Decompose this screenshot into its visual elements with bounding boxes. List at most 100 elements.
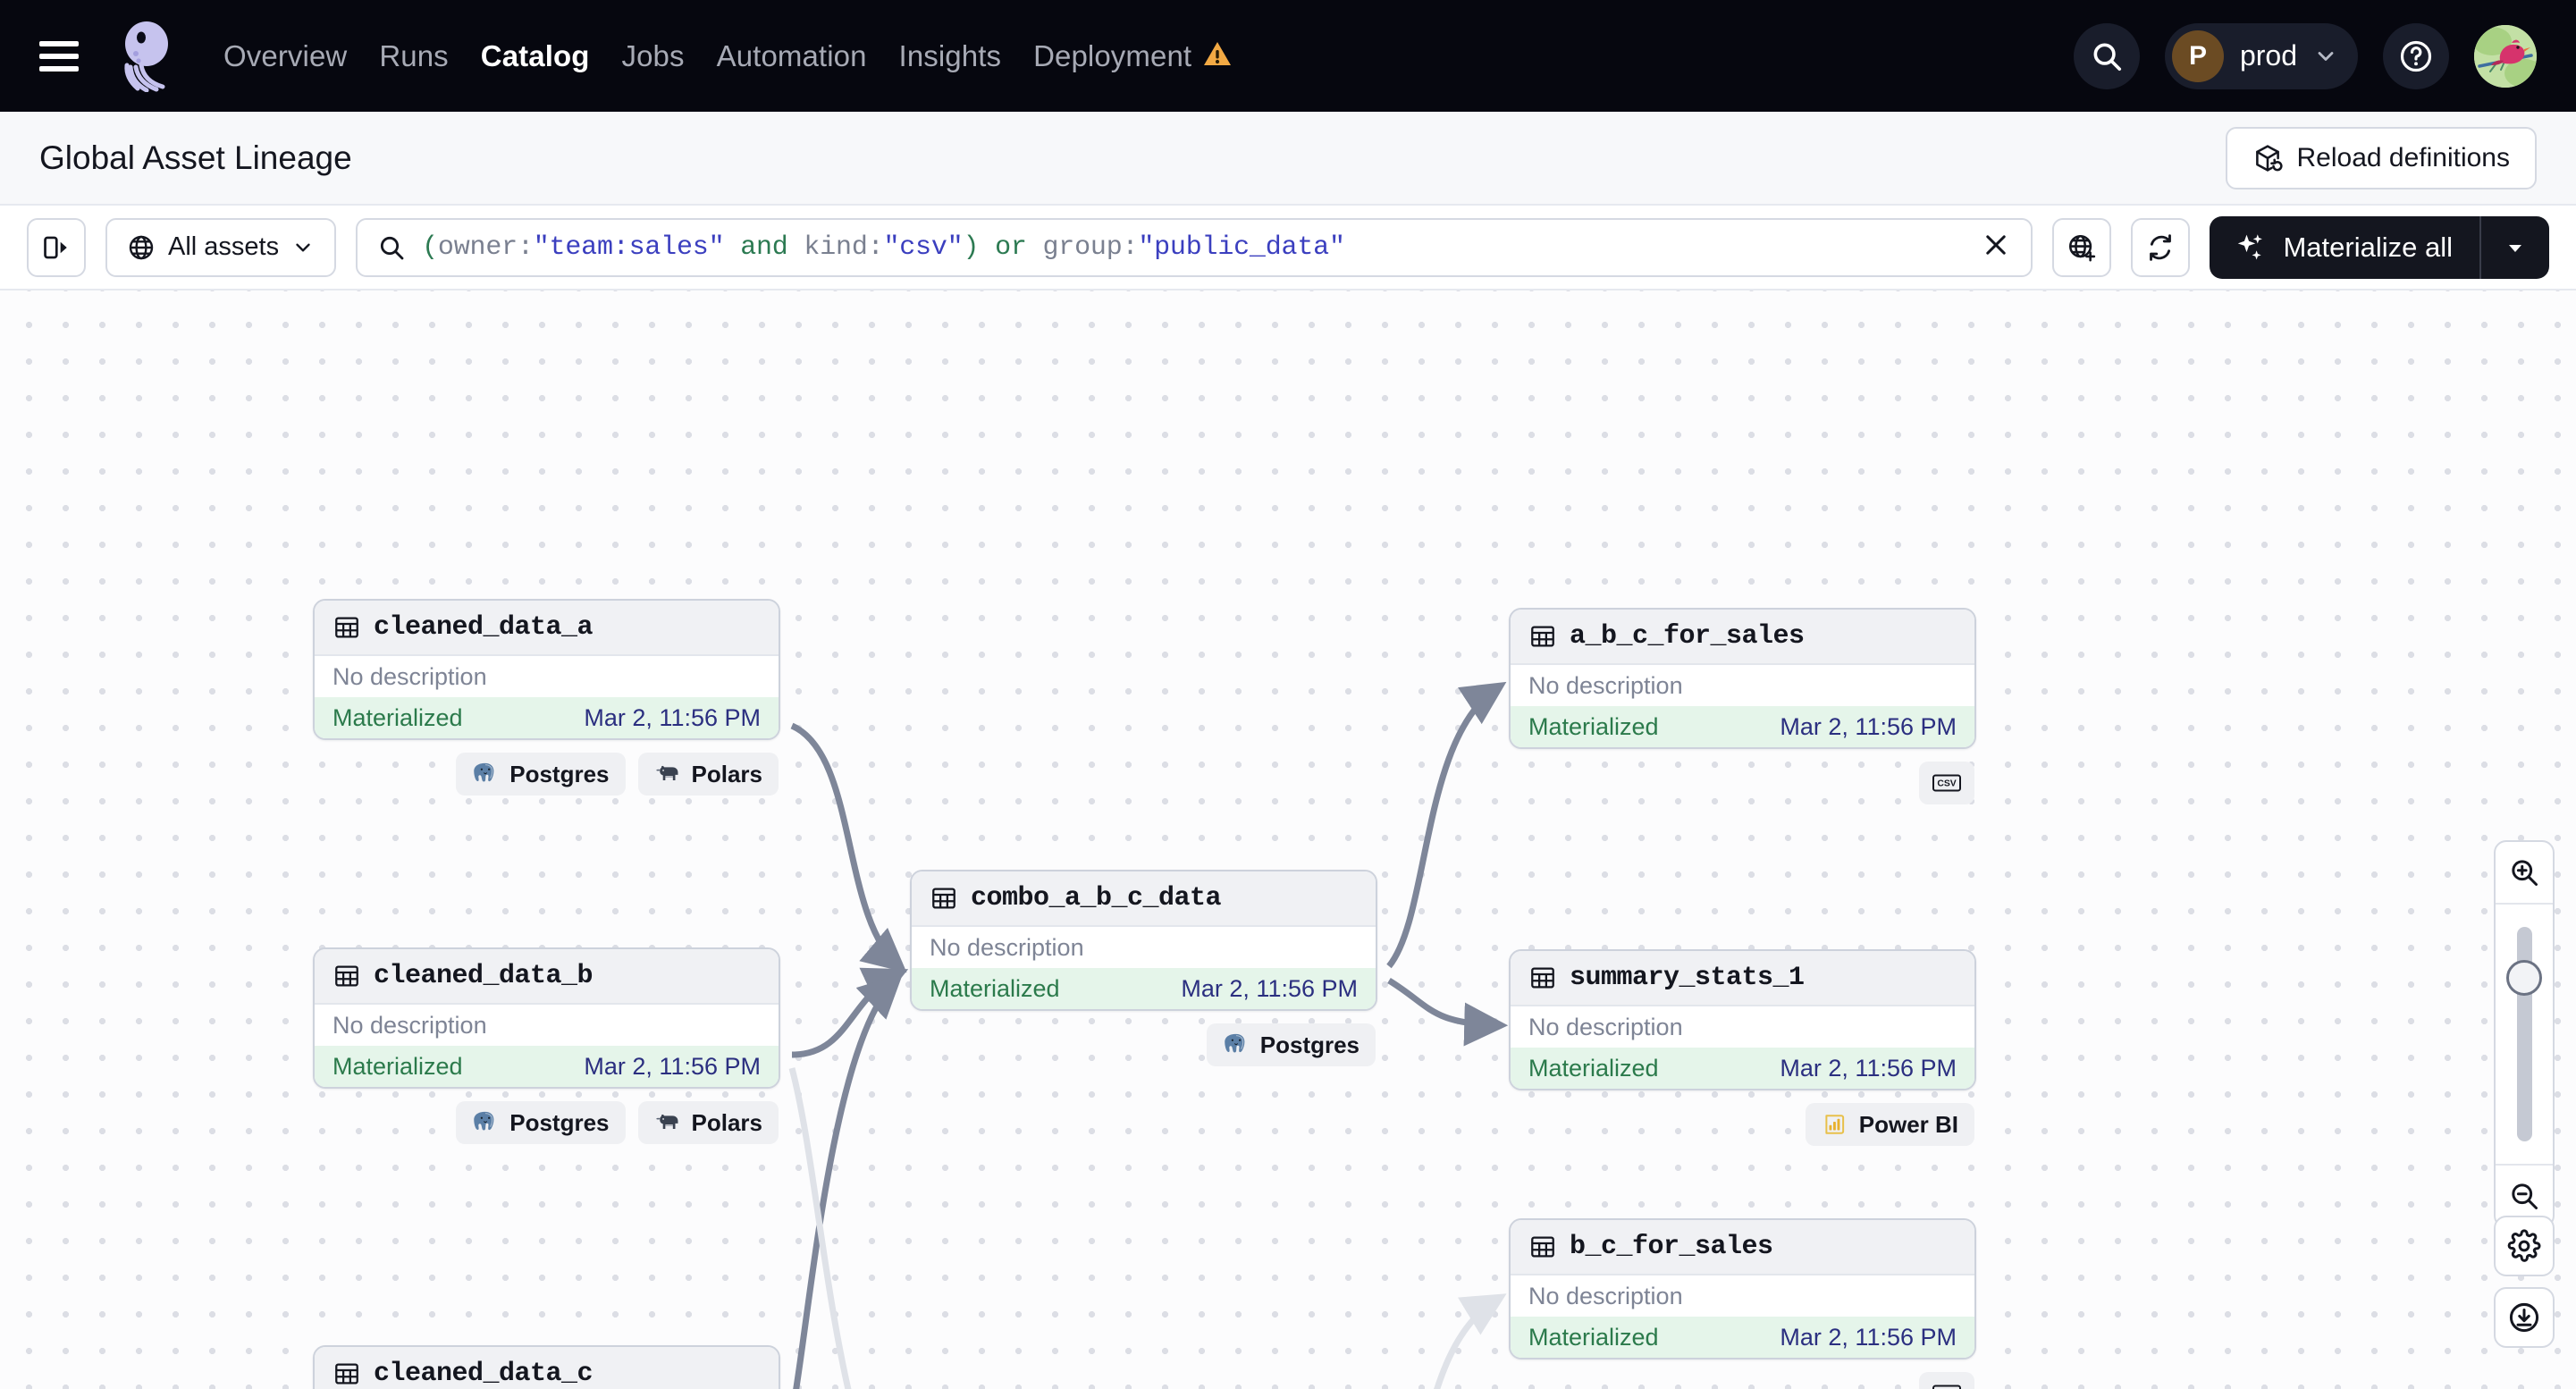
nav-link-runs[interactable]: Runs xyxy=(379,38,449,72)
graph-settings-button[interactable] xyxy=(2494,1216,2555,1276)
help-button[interactable] xyxy=(2383,22,2449,89)
chevron-down-icon xyxy=(2318,51,2334,61)
materialize-dropdown-button[interactable] xyxy=(2481,216,2549,279)
asset-kind-label: Postgres xyxy=(509,1108,610,1136)
nav-link-jobs[interactable]: Jobs xyxy=(621,38,685,72)
asset-kind-tag[interactable]: Postgres xyxy=(456,753,626,796)
asset-node[interactable]: cleaned_data_a No description Materializ… xyxy=(313,599,780,796)
zoom-separator-bottom xyxy=(2496,1164,2553,1166)
asset-node-status-bar: Materialized Mar 2, 11:56 PM xyxy=(912,968,1376,1009)
clear-search-button[interactable] xyxy=(1972,230,2011,265)
nav-link-overview[interactable]: Overview xyxy=(223,38,348,72)
svg-text:CSV: CSV xyxy=(1937,779,1956,789)
asset-kind-tag[interactable]: Polars xyxy=(637,1101,779,1144)
zoom-controls xyxy=(2494,840,2555,1228)
asset-node-card[interactable]: combo_a_b_c_data No description Material… xyxy=(910,870,1377,1011)
lineage-edges xyxy=(788,681,1509,1389)
table-grid-icon xyxy=(1531,967,1554,989)
asset-kind-tag[interactable]: CSV xyxy=(1919,1372,1974,1389)
download-circle-icon xyxy=(2509,1302,2539,1333)
zoom-slider[interactable] xyxy=(2496,905,2553,1164)
asset-search-input[interactable]: (owner:"team:sales" and kind:"csv") or g… xyxy=(356,217,2033,277)
globe-add-button[interactable] xyxy=(2052,217,2112,277)
chevron-down-icon xyxy=(296,243,310,251)
reload-definitions-button[interactable]: Reload definitions xyxy=(2225,126,2537,189)
asset-node-description: No description xyxy=(1511,1275,1974,1317)
asset-kind-label: Polars xyxy=(691,1108,763,1136)
asset-node-name: combo_a_b_c_data xyxy=(971,883,1222,913)
global-search-button[interactable] xyxy=(2073,22,2140,89)
asset-scope-label: All assets xyxy=(168,232,280,261)
asset-kind-label: Power BI xyxy=(1858,1110,1958,1138)
zoom-out-icon xyxy=(2512,1183,2538,1209)
asset-node[interactable]: cleaned_data_b No description Materializ… xyxy=(313,947,780,1144)
deployment-warning-icon xyxy=(1202,39,1233,72)
asset-node-card[interactable]: cleaned_data_a No description Materializ… xyxy=(313,599,780,740)
close-x-icon xyxy=(1986,235,2007,255)
asset-kind-tag[interactable]: Postgres xyxy=(1206,1023,1376,1066)
nav-link-automation[interactable]: Automation xyxy=(716,38,867,72)
zoom-slider-thumb[interactable] xyxy=(2506,960,2542,996)
asset-status-label: Materialized xyxy=(333,703,463,731)
asset-node[interactable]: b_c_for_sales No description Materialize… xyxy=(1509,1218,1976,1389)
asset-kind-tags: Power BI xyxy=(1509,1103,1976,1146)
table-grid-icon xyxy=(1531,626,1554,647)
asset-node[interactable]: a_b_c_for_sales No description Materiali… xyxy=(1509,608,1976,804)
asset-node-description: No description xyxy=(1511,1006,1974,1048)
zoom-out-button[interactable] xyxy=(2496,1166,2553,1226)
user-avatar[interactable] xyxy=(2474,24,2537,88)
asset-node[interactable]: summary_stats_1 No description Materiali… xyxy=(1509,949,1976,1146)
dagster-logo-icon[interactable] xyxy=(114,21,182,92)
download-graph-button[interactable] xyxy=(2494,1287,2555,1348)
table-grid-icon xyxy=(1531,1236,1554,1258)
materialize-all-button[interactable]: Materialize all xyxy=(2210,215,2549,279)
materialize-all-main[interactable]: Materialize all xyxy=(2210,216,2479,279)
asset-node-card[interactable]: cleaned_data_b No description Materializ… xyxy=(313,947,780,1089)
table-grid-icon xyxy=(932,888,955,909)
asset-status-timestamp: Mar 2, 11:56 PM xyxy=(584,1052,761,1080)
globe-icon xyxy=(129,235,154,259)
refresh-button[interactable] xyxy=(2131,217,2191,277)
postgres-elephant-icon xyxy=(474,762,494,782)
nav-link-catalog[interactable]: Catalog xyxy=(480,38,590,72)
sidebar-toggle-button[interactable] xyxy=(27,217,86,277)
asset-scope-selector[interactable]: All assets xyxy=(105,217,337,277)
asset-node[interactable]: cleaned_data_c No description Materializ… xyxy=(313,1345,780,1389)
asset-kind-tags: Postgres Polars xyxy=(313,1101,780,1144)
asset-node-header: a_b_c_for_sales xyxy=(1511,610,1974,665)
powerbi-bars-icon xyxy=(1825,1115,1844,1134)
asset-status-label: Materialized xyxy=(1528,1323,1659,1351)
asset-kind-label: Postgres xyxy=(1259,1031,1360,1058)
asset-node-card[interactable]: cleaned_data_c No description Materializ… xyxy=(313,1345,780,1389)
lineage-graph-canvas[interactable]: cleaned_data_a No description Materializ… xyxy=(0,290,2576,1389)
asset-kind-tag[interactable]: CSV xyxy=(1919,762,1974,804)
deployment-selector[interactable]: P prod xyxy=(2164,22,2358,89)
asset-status-label: Materialized xyxy=(1528,1054,1659,1082)
reload-definitions-label: Reload definitions xyxy=(2296,142,2511,173)
asset-node-card[interactable]: b_c_for_sales No description Materialize… xyxy=(1509,1218,1976,1360)
asset-kind-tag[interactable]: Polars xyxy=(637,753,779,796)
primary-nav-links: Overview Runs Catalog Jobs Automation In… xyxy=(223,39,1233,73)
zoom-in-button[interactable] xyxy=(2496,842,2553,903)
asset-node-card[interactable]: summary_stats_1 No description Materiali… xyxy=(1509,949,1976,1090)
table-grid-icon xyxy=(335,617,358,638)
asset-node-description: No description xyxy=(912,927,1376,968)
hamburger-menu-icon[interactable] xyxy=(39,40,79,72)
table-grid-icon xyxy=(335,1363,358,1385)
asset-kind-tag[interactable]: Power BI xyxy=(1805,1103,1974,1146)
lineage-toolbar: All assets (owner:"team:sales" and kind:… xyxy=(0,206,2576,290)
asset-kind-tag[interactable]: Postgres xyxy=(456,1101,626,1144)
asset-node-card[interactable]: a_b_c_for_sales No description Materiali… xyxy=(1509,608,1976,749)
asset-kind-tags: CSV xyxy=(1509,1372,1976,1389)
table-grid-icon xyxy=(335,965,358,987)
asset-node-status-bar: Materialized Mar 2, 11:56 PM xyxy=(1511,1048,1974,1089)
nav-link-deployment[interactable]: Deployment xyxy=(1033,38,1192,72)
asset-node[interactable]: combo_a_b_c_data No description Material… xyxy=(910,870,1377,1066)
asset-node-description: No description xyxy=(315,1005,779,1046)
question-mark-icon xyxy=(2400,40,2432,72)
nav-link-insights[interactable]: Insights xyxy=(898,38,1002,72)
asset-node-status-bar: Materialized Mar 2, 11:56 PM xyxy=(1511,1317,1974,1358)
nav-link-deployment-group[interactable]: Deployment xyxy=(1033,39,1233,73)
asset-kind-tags: Postgres xyxy=(910,1023,1377,1066)
